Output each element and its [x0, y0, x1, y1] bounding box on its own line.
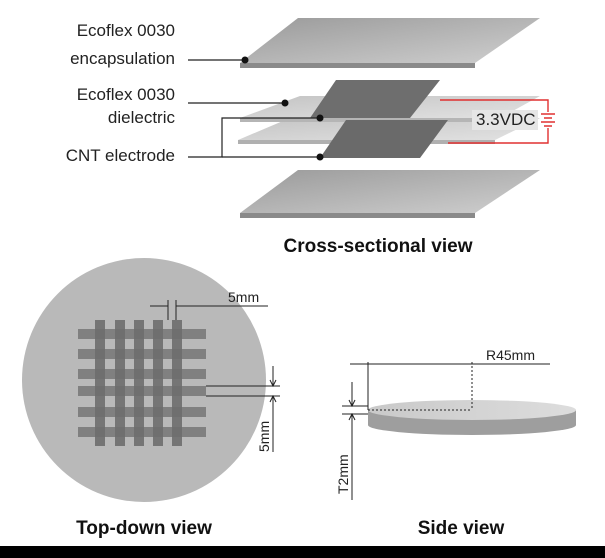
side-view: R45mm T2mm Side view [335, 347, 576, 539]
encapsulation-label-line1: Ecoflex 0030 [77, 21, 175, 40]
bottom-bar [0, 546, 605, 558]
cross-section-caption: Cross-sectional view [283, 236, 472, 257]
thickness-dimension-label: T2mm [335, 454, 351, 494]
encapsulation-label-line2: encapsulation [70, 49, 175, 68]
voltage-source-wiring [440, 99, 549, 144]
gap-dimension [150, 300, 268, 320]
leader-dots [241, 56, 324, 161]
encapsulation-layer-top-edge [240, 63, 475, 68]
electrode-label: CNT electrode [66, 146, 175, 165]
top-down-caption: Top-down view [76, 518, 212, 539]
width-dimension [206, 366, 280, 452]
cnt-electrode-lower [320, 120, 448, 158]
width-dimension-label: 5mm [256, 421, 272, 452]
sensor-disk-side-top [368, 400, 576, 420]
cnt-electrode-upper [310, 80, 440, 118]
dielectric-label-line2: dielectric [108, 108, 176, 127]
encapsulation-layer-bottom-edge [240, 213, 475, 218]
encapsulation-layer-bottom [240, 170, 540, 213]
top-down-view: 5mm 5mm Top-down view [22, 258, 280, 539]
cross-section-view: 3.3VDC Ecoflex 0030 encapsulation Ecofle… [66, 18, 555, 257]
electrode-grid-vertical [95, 320, 182, 446]
gap-dimension-label: 5mm [228, 289, 259, 305]
radius-dimension-label: R45mm [486, 347, 535, 363]
dielectric-label-line1: Ecoflex 0030 [77, 85, 175, 104]
encapsulation-layer-top [240, 18, 540, 63]
voltage-label-bg [472, 110, 538, 130]
voltage-label: 3.3VDC [476, 110, 536, 129]
leader-lines [188, 59, 320, 158]
thickness-dimension [342, 382, 368, 500]
side-caption: Side view [418, 518, 505, 539]
radius-dimension [350, 362, 550, 411]
battery-icon [541, 113, 555, 127]
